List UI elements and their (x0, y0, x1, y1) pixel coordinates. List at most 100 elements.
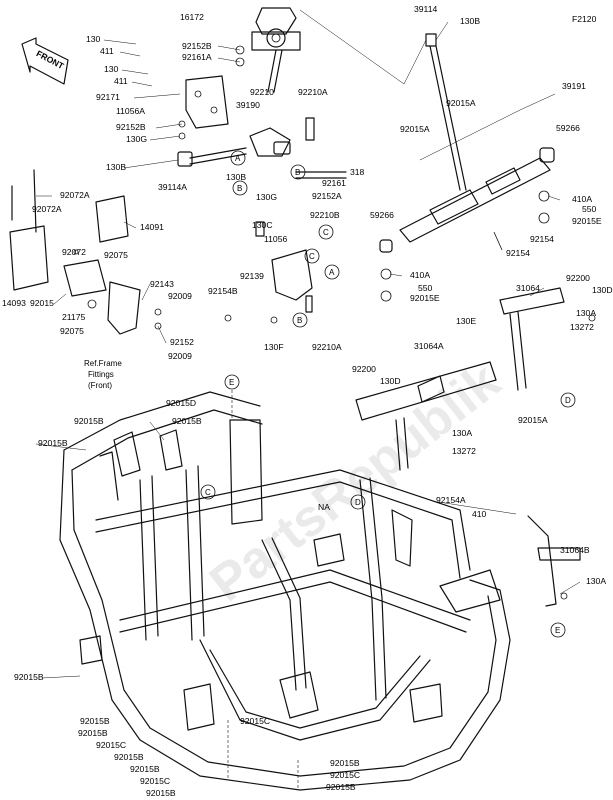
label: 130F (264, 342, 284, 352)
callout-b-1: B (232, 180, 248, 196)
svg-text:E: E (229, 378, 234, 387)
label: 92075 (60, 326, 84, 336)
center-bracket-assembly (224, 221, 313, 324)
label: 92015E (410, 293, 440, 303)
label: 92015B (114, 752, 144, 762)
label: 130B (226, 172, 246, 182)
label: 92015B (146, 788, 176, 798)
svg-text:C: C (205, 488, 211, 497)
svg-text:D: D (565, 396, 571, 405)
label: 14093 (2, 298, 26, 308)
svg-text:A: A (329, 268, 335, 277)
svg-text:C: C (323, 228, 329, 237)
label: 92015B (330, 758, 360, 768)
label: 92139 (240, 271, 264, 281)
label: 92072A (60, 190, 90, 200)
label: 92015 (30, 298, 54, 308)
label: 59266 (370, 210, 394, 220)
label: 92072 (62, 247, 86, 257)
label: 92200 (566, 273, 590, 283)
label: 92015A (518, 415, 548, 425)
label: 39114A (158, 182, 187, 192)
label: 92015C (140, 776, 170, 786)
label: 130A (586, 576, 606, 586)
label: 92154A (436, 495, 466, 505)
right-bracket-assembly (355, 287, 596, 607)
svg-text:C: C (309, 252, 315, 261)
label: 130G (126, 134, 147, 144)
callout-d-2: D (350, 494, 366, 510)
label: 130B (460, 16, 480, 26)
label: 92161 (322, 178, 346, 188)
label: 130G (256, 192, 277, 202)
label: 92210A (298, 87, 328, 97)
label: 92154B (208, 286, 238, 296)
callout-d-1: D (560, 392, 576, 408)
label: 92015E (572, 216, 602, 226)
watermark: PartsRepublik (199, 352, 510, 613)
label: 130E (456, 316, 476, 326)
label: 92075 (104, 250, 128, 260)
callout-c-3: C (200, 484, 216, 500)
label: 13272 (570, 322, 594, 332)
label: 92152B (182, 41, 212, 51)
label: 318 (350, 167, 365, 177)
label: 92009 (168, 291, 192, 301)
callout-c-1: C (304, 248, 320, 264)
label: 130C (252, 220, 273, 230)
label: 130 (104, 64, 119, 74)
label: 92015C (330, 770, 360, 780)
label: 59266 (556, 123, 580, 133)
label: 92015B (74, 416, 104, 426)
svg-text:B: B (297, 316, 302, 325)
label: 21175 (62, 312, 85, 322)
label: 92015D (166, 398, 196, 408)
label: 92154 (506, 248, 530, 258)
label: 16172 (180, 12, 204, 22)
svg-text:B: B (237, 184, 242, 193)
label: 92152B (116, 122, 146, 132)
label: 411 (114, 76, 128, 86)
label: 39190 (236, 100, 260, 110)
callout-c-2: C (318, 224, 334, 240)
label: 92015B (38, 438, 68, 448)
label: 130A (452, 428, 472, 438)
label: 130A (576, 308, 596, 318)
label: 130D (592, 285, 613, 295)
steering-rack-assembly (379, 33, 555, 302)
label: NA (318, 502, 330, 512)
label: 92161A (182, 52, 212, 62)
label: 92015C (240, 716, 270, 726)
label: 92154 (530, 234, 554, 244)
label: 11056A (116, 106, 145, 116)
label: 410A (410, 270, 430, 280)
label: 92200 (352, 364, 376, 374)
label: 130B (106, 162, 126, 172)
label: 31064A (414, 341, 444, 351)
part-labels: 16172 130 411 92152B 92161A 130 411 9217… (2, 4, 613, 798)
label: 92015B (326, 782, 356, 792)
label: 92210 (250, 87, 274, 97)
label: 130D (380, 376, 401, 386)
label: 14091 (140, 222, 164, 232)
label: 39191 (562, 81, 586, 91)
callout-b-3: B (292, 312, 308, 328)
front-arrow-icon: FRONT (21, 37, 69, 85)
label: 92015A (400, 124, 430, 134)
label: 31064 (516, 283, 540, 293)
label: 92015A (446, 98, 476, 108)
label: 92015B (130, 764, 160, 774)
label: 92152 (170, 337, 194, 347)
label: 92015B (78, 728, 108, 738)
steering-shaft-assembly (177, 7, 347, 179)
callout-b-2: B (290, 164, 306, 180)
label: 130 (86, 34, 101, 44)
svg-text:B: B (295, 168, 300, 177)
label: 92015B (172, 416, 202, 426)
label: 39114 (414, 4, 437, 14)
label: 410 (472, 509, 487, 519)
label: 92015B (14, 672, 44, 682)
label: 92072A (32, 204, 62, 214)
